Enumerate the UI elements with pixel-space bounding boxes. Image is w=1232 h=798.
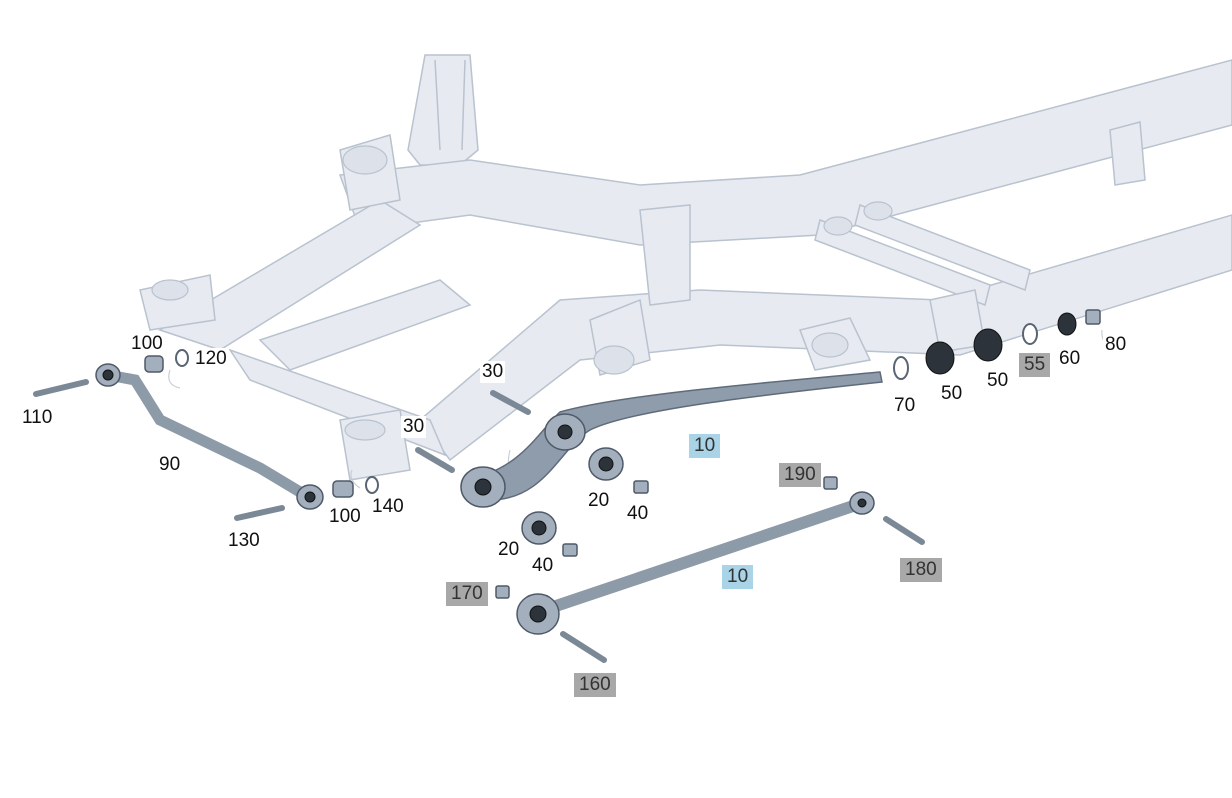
part-180-bolt[interactable] [883,516,925,545]
part-50-bushing-b[interactable] [973,328,1003,362]
part-40-nut-a[interactable] [633,480,649,494]
callout-80[interactable]: 80 [1103,334,1129,356]
part-120-washer[interactable] [175,349,189,367]
part-70-washer[interactable] [893,356,909,380]
callout-180[interactable]: 180 [900,558,942,582]
callout-30-b[interactable]: 30 [401,416,427,438]
callout-30-a[interactable]: 30 [480,361,506,383]
callout-100-lower[interactable]: 100 [327,506,363,528]
callout-60[interactable]: 60 [1057,348,1083,370]
callout-10-upper-arm[interactable]: 10 [689,434,721,458]
part-30-bolt-a[interactable] [490,390,531,415]
callout-20-b[interactable]: 20 [496,539,522,561]
part-20-bushing-a[interactable] [588,447,624,481]
callout-55[interactable]: 55 [1019,353,1051,377]
part-80-nut[interactable] [1085,309,1101,325]
callout-40-b[interactable]: 40 [530,555,556,577]
part-50-bushing-a[interactable] [925,341,955,375]
callout-190[interactable]: 190 [779,463,821,487]
part-90-link[interactable] [95,363,324,510]
callout-140[interactable]: 140 [370,496,406,518]
callout-50-b[interactable]: 50 [985,370,1011,392]
callout-160[interactable]: 160 [574,673,616,697]
part-20-bushing-b[interactable] [521,511,557,545]
callout-110[interactable]: 110 [20,407,55,429]
part-170-nut[interactable] [495,585,510,599]
callout-100-upper[interactable]: 100 [129,333,165,355]
part-40-nut-b[interactable] [562,543,578,557]
part-110-bolt[interactable] [33,379,89,397]
callout-10-lower-rod[interactable]: 10 [722,565,754,589]
part-100-bushing-upper[interactable] [144,355,164,373]
part-160-bolt[interactable] [560,631,607,663]
callout-170[interactable]: 170 [446,582,488,606]
callout-20-a[interactable]: 20 [586,490,612,512]
callout-130[interactable]: 130 [226,530,262,552]
part-10-lower-rod[interactable] [516,491,875,635]
part-130-bolt[interactable] [234,505,285,521]
part-60-bushing[interactable] [1057,312,1077,336]
callout-50-a[interactable]: 50 [939,383,965,405]
part-55-washer[interactable] [1022,323,1038,345]
part-30-bolt-b[interactable] [415,447,455,473]
callout-70[interactable]: 70 [892,395,918,417]
chassis-frame [139,54,1232,481]
callout-90[interactable]: 90 [157,454,183,476]
part-100-bushing-lower[interactable] [332,480,354,498]
callout-120[interactable]: 120 [193,348,229,370]
part-10-upper-arm[interactable] [460,371,883,508]
part-140-washer[interactable] [365,476,379,494]
callout-40-a[interactable]: 40 [625,503,651,525]
part-190-nut[interactable] [823,476,838,490]
